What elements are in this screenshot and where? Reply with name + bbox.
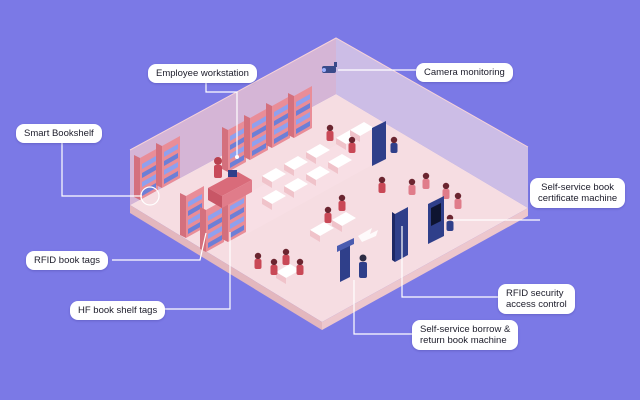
person — [348, 136, 356, 153]
person — [270, 258, 278, 275]
self-service-borrow-machine — [337, 238, 367, 282]
camera-icon — [322, 62, 337, 73]
label-rfid-security-line1: RFID security — [506, 288, 564, 299]
desk — [332, 212, 356, 232]
person — [324, 206, 332, 223]
label-self-service-borrow: Self-service borrow & return book machin… — [412, 320, 519, 350]
patrons — [254, 124, 462, 275]
person — [454, 192, 462, 209]
label-camera-monitoring: Camera monitoring — [416, 63, 513, 82]
bookshelf — [222, 190, 246, 242]
desk — [310, 222, 334, 242]
desk — [306, 166, 330, 186]
person — [326, 124, 334, 141]
bookshelf — [180, 186, 204, 238]
bookshelf — [134, 148, 158, 200]
person — [408, 178, 416, 195]
back-walls — [129, 37, 529, 208]
label-hf-book-shelf-tags: HF book shelf tags — [70, 301, 166, 320]
label-smart-bookshelf: Smart Bookshelf — [16, 124, 102, 143]
person — [390, 136, 398, 153]
label-self-service-borrow-line2: return book machine — [420, 335, 507, 346]
label-rfid-security-line2: access control — [506, 299, 567, 310]
bookshelf — [156, 136, 180, 188]
person — [254, 252, 262, 269]
label-employee-workstation: Employee workstation — [148, 64, 257, 83]
person — [378, 176, 386, 193]
label-self-service-certificate-line2: certificate machine — [538, 193, 618, 204]
desk — [328, 154, 352, 174]
desk — [276, 264, 300, 284]
person — [446, 214, 454, 231]
bookshelf — [244, 108, 268, 160]
desk — [350, 122, 374, 142]
label-rfid-security: RFID security access control — [498, 284, 575, 314]
person — [282, 248, 290, 265]
person — [338, 194, 346, 211]
self-service-certificate-machine — [428, 196, 444, 244]
bookshelf — [288, 86, 312, 138]
bookshelf — [266, 96, 290, 148]
person — [296, 258, 304, 275]
desk — [284, 178, 308, 198]
employee-workstation — [208, 157, 252, 208]
entrance-arrow — [358, 228, 378, 242]
person — [442, 182, 450, 199]
label-self-service-certificate-line1: Self-service book — [541, 182, 615, 193]
person — [422, 172, 430, 189]
leader-lines — [61, 69, 540, 335]
desk — [284, 156, 308, 176]
reading-desks — [262, 122, 374, 284]
desk — [262, 168, 286, 188]
label-rfid-book-tags: RFID book tags — [26, 251, 108, 270]
desk — [306, 144, 330, 164]
label-self-service-certificate: Self-service book certificate machine — [530, 178, 626, 208]
desk — [262, 190, 286, 210]
label-self-service-borrow-line1: Self-service borrow & — [420, 324, 511, 335]
smart-bookshelves — [134, 86, 312, 252]
